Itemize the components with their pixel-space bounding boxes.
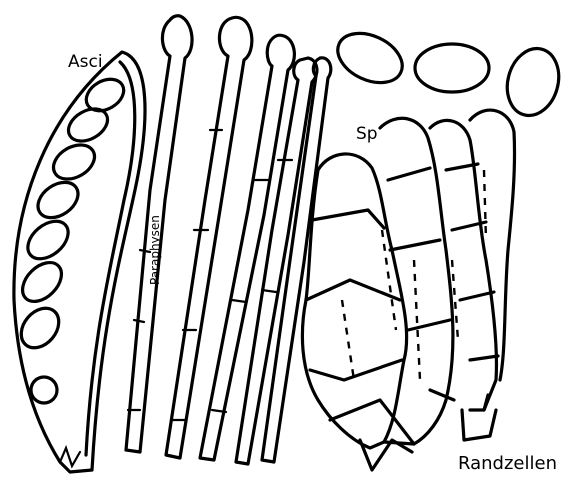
free-spores: [330, 24, 566, 122]
ascospore: [15, 255, 69, 309]
ascospore: [47, 138, 100, 186]
paraphysis-2: [166, 17, 252, 458]
spore: [330, 24, 410, 93]
muriform-spores: [302, 110, 514, 470]
hidden-walls: [342, 170, 486, 380]
spore-body-4: [470, 110, 515, 380]
randzelle-segment: [462, 395, 496, 440]
label-sp: Sp: [356, 124, 378, 144]
ascospore: [31, 175, 84, 225]
ascospore: [21, 214, 76, 267]
spore-body-3: [430, 120, 497, 410]
ascospore: [14, 301, 67, 355]
label-asci: Asci: [68, 52, 103, 72]
spore: [500, 43, 566, 122]
label-randzellen: Randzellen: [458, 453, 557, 474]
spore: [415, 44, 489, 92]
label-paraphysen: Paraphysen: [148, 215, 162, 285]
ascus-wall-inner: [86, 62, 135, 455]
ascus: [14, 52, 145, 472]
ascospore-small: [31, 377, 57, 403]
